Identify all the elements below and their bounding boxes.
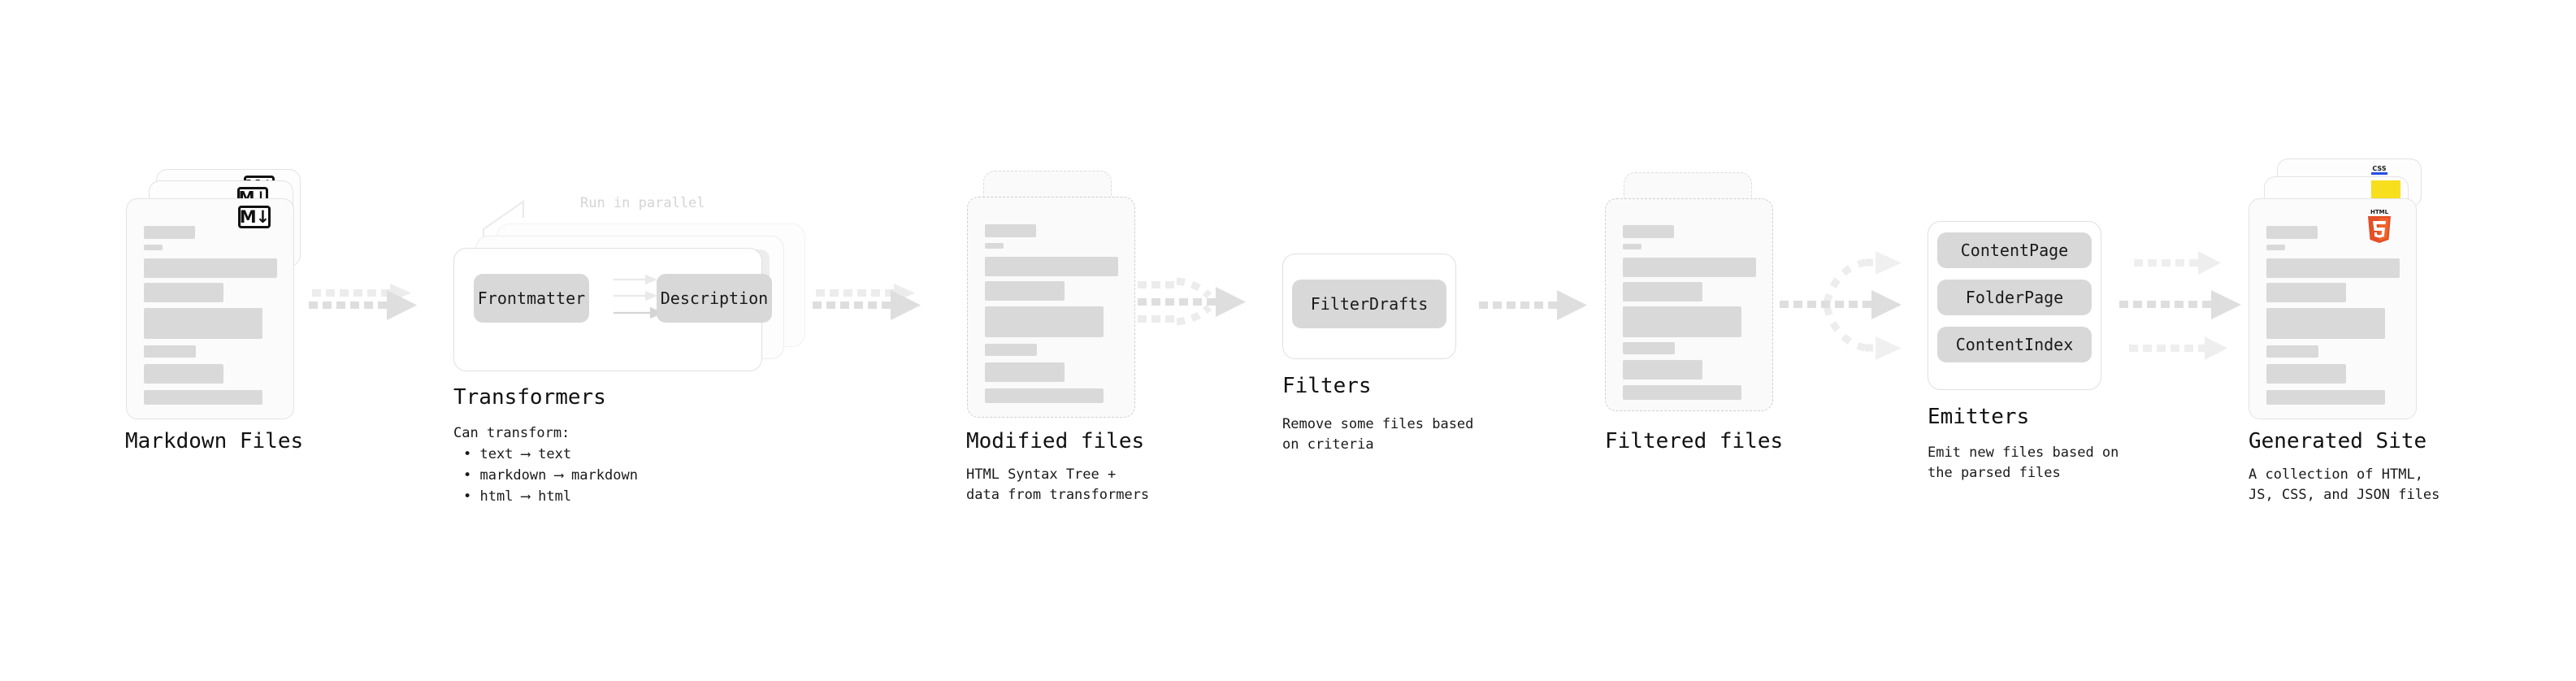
doc-bar — [985, 344, 1037, 356]
transform-bullet-1: • markdown ⟶ markdown — [463, 467, 638, 484]
run-in-parallel-note: Run in parallel — [580, 195, 705, 211]
stage-title-generated-site: Generated Site — [2249, 429, 2427, 453]
html5-icon: HTML — [2368, 209, 2391, 243]
doc-bar — [2266, 283, 2346, 302]
doc-bar — [985, 306, 1104, 337]
modified-file-card-front — [967, 197, 1135, 418]
js-icon — [2371, 180, 2400, 198]
stage-subtitle-transformers: Can transform: — [453, 425, 570, 441]
css-icon: CSS — [2371, 165, 2387, 175]
stage-title-markdown-files: Markdown Files — [125, 429, 304, 453]
transformer-chip-description[interactable]: Description — [657, 274, 772, 323]
doc-bar — [1623, 385, 1741, 400]
stage-subtitle-generated-site: A collection of HTML, JS, CSS, and JSON … — [2249, 466, 2440, 503]
stage-title-filtered-files: Filtered files — [1605, 429, 1784, 453]
markdown-icon: M↓ — [238, 206, 271, 228]
arrow-modified-to-filters — [1138, 277, 1246, 326]
transformer-inner-arrows — [614, 274, 664, 319]
doc-bar — [1623, 225, 1674, 238]
markdown-file-card-front: M↓ — [126, 198, 294, 419]
transform-bullet-2: • html ⟶ html — [463, 488, 572, 505]
doc-bar — [2266, 308, 2385, 339]
doc-bar — [2266, 390, 2385, 405]
doc-bar — [2266, 345, 2318, 358]
arrow-markdown-to-transformers — [309, 284, 417, 320]
doc-bar — [985, 388, 1104, 403]
arrow-transformers-to-modified — [813, 284, 921, 320]
doc-bar — [144, 345, 196, 358]
svg-text:CSS: CSS — [2372, 165, 2386, 172]
transform-bullet-0: • text ⟶ text — [463, 446, 572, 462]
doc-bar — [2266, 226, 2318, 239]
filtered-file-card-front — [1605, 198, 1773, 411]
doc-bar — [144, 258, 277, 278]
stage-title-modified-files: Modified files — [966, 429, 1145, 453]
doc-bar — [2266, 245, 2285, 250]
transformer-chip-frontmatter[interactable]: Frontmatter — [474, 274, 589, 323]
doc-bar — [144, 226, 195, 239]
doc-bar — [985, 281, 1065, 301]
emitter-chip-contentindex[interactable]: ContentIndex — [1937, 327, 2092, 362]
filter-chip-filterdrafts[interactable]: FilterDrafts — [1292, 280, 1446, 328]
doc-bar — [144, 364, 223, 384]
doc-bar — [1623, 360, 1702, 380]
stage-subtitle-modified-files: HTML Syntax Tree + data from transformer… — [966, 466, 1150, 503]
arrow-emitters-to-site — [2119, 251, 2241, 360]
stage-title-transformers: Transformers — [453, 385, 606, 410]
doc-bar — [144, 390, 262, 405]
emitter-chip-contentpage[interactable]: ContentPage — [1937, 232, 2092, 268]
svg-text:HTML: HTML — [2370, 209, 2389, 215]
stage-subtitle-filters: Remove some files based on criteria — [1282, 416, 1474, 453]
doc-bar — [2266, 258, 2400, 278]
stage-title-filters: Filters — [1282, 374, 1372, 398]
arrow-filtered-to-emitters — [1780, 251, 1902, 360]
stage-subtitle-emitters: Emit new files based on the parsed files — [1928, 445, 2119, 481]
doc-bar — [985, 257, 1118, 276]
doc-bar — [985, 243, 1004, 249]
stage-title-emitters: Emitters — [1928, 405, 2030, 429]
doc-bar — [1623, 282, 1702, 301]
doc-bar — [144, 308, 262, 339]
arrow-filters-to-filtered — [1479, 290, 1587, 320]
doc-bar — [1623, 306, 1741, 337]
doc-bar — [2266, 364, 2346, 384]
doc-bar — [1623, 244, 1641, 249]
doc-bar — [144, 245, 163, 250]
emitter-chip-folderpage[interactable]: FolderPage — [1937, 280, 2092, 315]
doc-bar — [1623, 342, 1675, 354]
doc-bar — [985, 224, 1036, 237]
doc-bar — [1623, 258, 1756, 277]
site-file-card-html: HTML — [2249, 198, 2417, 419]
doc-bar — [144, 283, 223, 302]
doc-bar — [985, 362, 1065, 382]
